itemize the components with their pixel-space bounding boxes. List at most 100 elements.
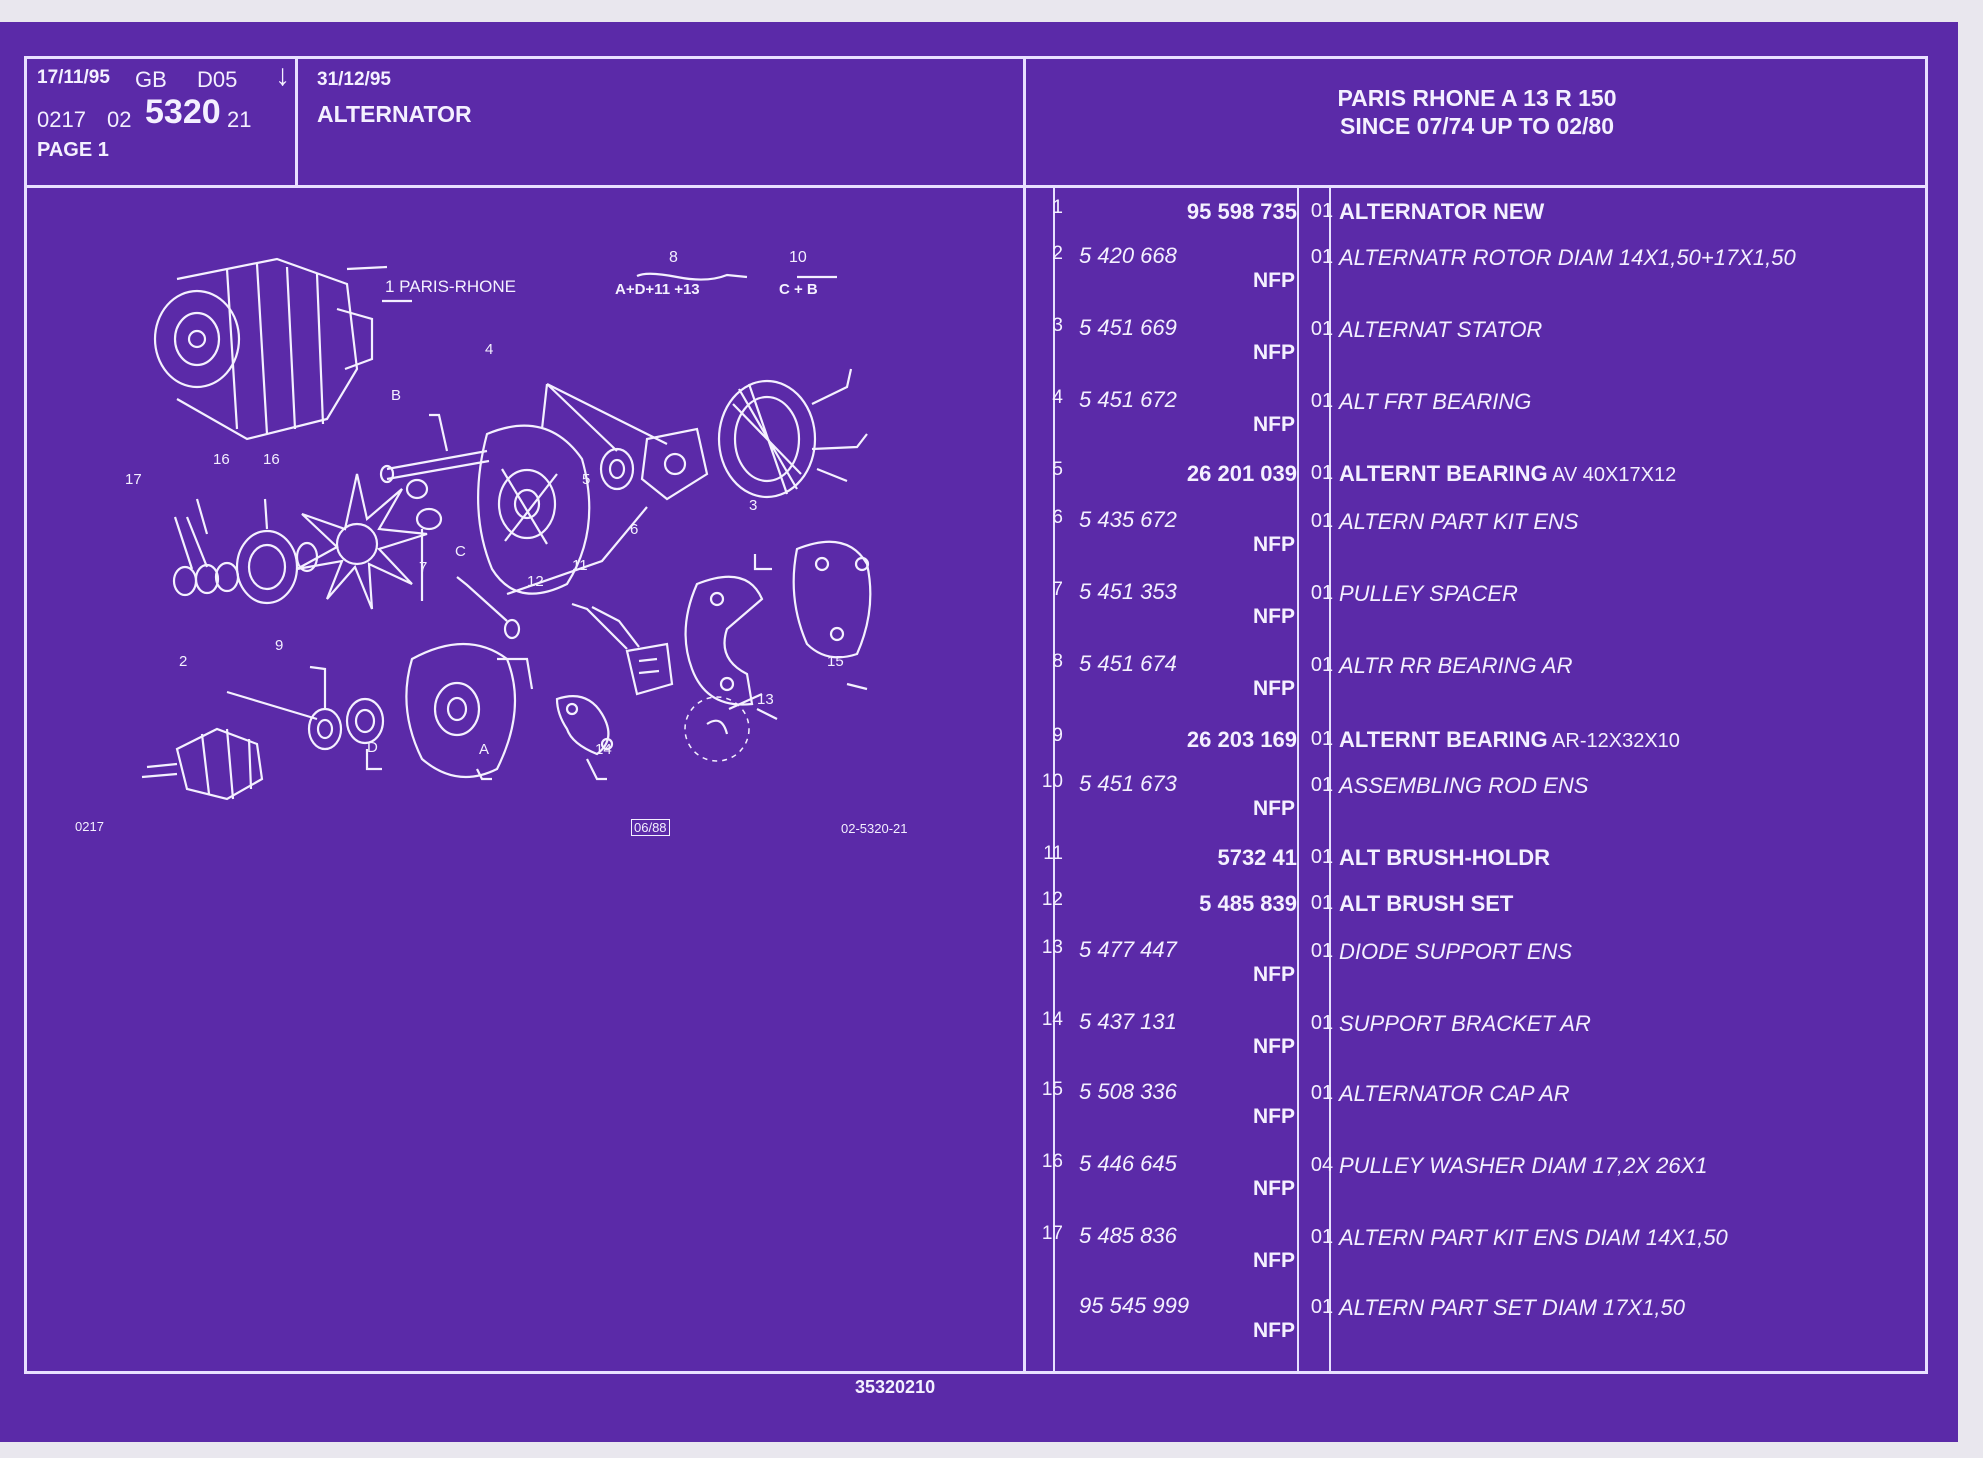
- nfp-marker: NFP: [1253, 533, 1295, 556]
- part-description: ALT FRT BEARING: [1339, 389, 1531, 415]
- part-index: 15: [1041, 1079, 1063, 1100]
- part-reference: 5 477 447: [1079, 937, 1177, 962]
- part-reference: 5 451 669: [1079, 315, 1177, 340]
- formula-1-bottom: A+D+11 +13: [615, 281, 700, 298]
- formula-1-top: 8: [669, 249, 678, 266]
- part-description: ALTERNAT STATOR: [1339, 317, 1542, 343]
- part-quantity: 01: [1310, 846, 1334, 868]
- part-index: 3: [1052, 315, 1063, 336]
- part-description-text: ALTERNATOR CAP AR: [1339, 1081, 1570, 1106]
- part-index: 4: [1052, 387, 1063, 408]
- part-description: ALT BRUSH-HOLDR: [1339, 845, 1550, 871]
- part-index: 2: [1052, 243, 1063, 264]
- part-description-text: ALTERNAT STATOR: [1339, 317, 1543, 342]
- part-description-text: DIODE SUPPORT ENS: [1339, 939, 1573, 964]
- part-description: PULLEY WASHER DIAM 17,2X 26X1: [1339, 1153, 1707, 1179]
- nfp-marker: NFP: [1253, 1249, 1295, 1272]
- callout-15: 15: [827, 653, 844, 670]
- part-index: 14: [1041, 1009, 1063, 1030]
- part-description-text: ALTERNT BEARING: [1339, 461, 1548, 486]
- footer-reference: 35320210: [855, 1377, 936, 1397]
- part-reference: 5 451 674: [1079, 651, 1177, 676]
- part-index: 7: [1052, 579, 1063, 600]
- fan-icon: [296, 473, 428, 610]
- part-index: 5: [1052, 459, 1063, 480]
- nfp-marker: NFP: [1253, 1177, 1295, 1200]
- formula-2-bottom: C + B: [779, 281, 818, 298]
- callout-6: 6: [630, 521, 639, 538]
- part-description-text: ALT BRUSH SET: [1339, 891, 1514, 916]
- part-quantity: 01: [1310, 1226, 1334, 1248]
- language-code: GB: [135, 67, 167, 92]
- code-group: 02: [107, 107, 132, 132]
- callout-4: 4: [485, 341, 494, 358]
- part-description: ALTERN PART SET DIAM 17X1,50: [1339, 1295, 1685, 1321]
- nfp-marker: NFP: [1253, 605, 1295, 628]
- callout-7: 7: [419, 559, 428, 576]
- part-description-text: ALT BRUSH-HOLDR: [1339, 845, 1551, 870]
- part-reference: 5 451 672: [1079, 387, 1177, 412]
- document-code: D05: [197, 67, 238, 92]
- main-vline: [1023, 59, 1026, 1371]
- part-index: 6: [1052, 507, 1063, 528]
- part-quantity: 01: [1310, 200, 1334, 222]
- model-line-2: SINCE 07/74 UP TO 02/80: [1339, 113, 1615, 139]
- part-description-text: ALT FRT BEARING: [1339, 389, 1532, 414]
- part-quantity: 01: [1310, 1082, 1334, 1104]
- part-index: 17: [1041, 1223, 1063, 1244]
- part-description-suffix: AR-12X32X10: [1547, 730, 1680, 752]
- part-description: DIODE SUPPORT ENS: [1339, 939, 1572, 965]
- drawing-ref: 02-5320-21: [841, 821, 908, 836]
- part-reference: 5732 41: [1217, 845, 1297, 870]
- nfp-marker: NFP: [1253, 963, 1295, 986]
- code-main: 5320: [145, 93, 221, 131]
- nfp-marker: NFP: [1253, 677, 1295, 700]
- part-description: ALTR RR BEARING AR: [1339, 653, 1572, 679]
- callout-17: 17: [125, 471, 142, 488]
- part-description-text: ALTERNATR ROTOR DIAM 14X1,50+17X1,50: [1339, 245, 1796, 270]
- part-reference: 5 485 839: [1199, 891, 1297, 916]
- rear-bracket-icon: [405, 643, 534, 779]
- callout-12: 12: [527, 573, 544, 590]
- part-quantity: 01: [1310, 462, 1334, 484]
- code-suffix: 21: [227, 107, 252, 132]
- exploded-view-drawing: [141, 257, 872, 801]
- part-description-text: PULLEY SPACER: [1339, 581, 1518, 606]
- part-quantity: 01: [1310, 774, 1334, 796]
- microfiche-sheet: 17/11/95 GB D05 ↓ 31/12/95 0217 02 5320 …: [0, 22, 1958, 1442]
- part-quantity: 01: [1310, 1296, 1334, 1318]
- nfp-marker: NFP: [1253, 1035, 1295, 1058]
- part-quantity: 01: [1310, 1012, 1334, 1034]
- callout-16b: 16: [263, 451, 280, 468]
- part-index: 16: [1041, 1151, 1063, 1172]
- part-description-text: ALTERN PART KIT ENS DIAM 14X1,50: [1339, 1225, 1728, 1250]
- brand-callout: 1 PARIS-RHONE: [385, 277, 516, 296]
- part-description-text: ALTERN PART SET DIAM 17X1,50: [1339, 1295, 1686, 1320]
- part-description: ALTERN PART KIT ENS: [1339, 509, 1579, 535]
- nfp-marker: NFP: [1253, 1105, 1295, 1128]
- down-arrow-icon: ↓: [275, 59, 290, 92]
- validity-date: 31/12/95: [317, 69, 391, 90]
- table-vline-qty: [1329, 188, 1331, 1371]
- model-line-1: PARIS RHONE A 13 R 150: [1337, 85, 1617, 111]
- nfp-marker: NFP: [1253, 797, 1295, 820]
- alternator-assembly-icon: [153, 257, 388, 441]
- part-reference: 5 508 336: [1079, 1079, 1177, 1104]
- callout-13: 13: [757, 691, 774, 708]
- part-reference: 5 420 668: [1079, 243, 1177, 268]
- cap-icon: [792, 540, 872, 659]
- part-description: ASSEMBLING ROD ENS: [1339, 773, 1588, 799]
- rotor-icon: [141, 727, 264, 801]
- part-description-text: ALTERNT BEARING: [1339, 727, 1548, 752]
- stator-icon: [717, 368, 868, 499]
- formula-2-top: 10: [789, 249, 807, 266]
- part-description-text: ALTERNATOR NEW: [1339, 199, 1545, 224]
- part-description: SUPPORT BRACKET AR: [1339, 1011, 1591, 1037]
- callout-14: 14: [595, 741, 612, 758]
- part-quantity: 01: [1310, 318, 1334, 340]
- diode-support-icon: [684, 575, 764, 711]
- header-vline-1: [295, 59, 298, 185]
- part-quantity: 01: [1310, 582, 1334, 604]
- part-quantity: 01: [1310, 728, 1334, 750]
- drawing-date-box: 06/88: [631, 819, 670, 836]
